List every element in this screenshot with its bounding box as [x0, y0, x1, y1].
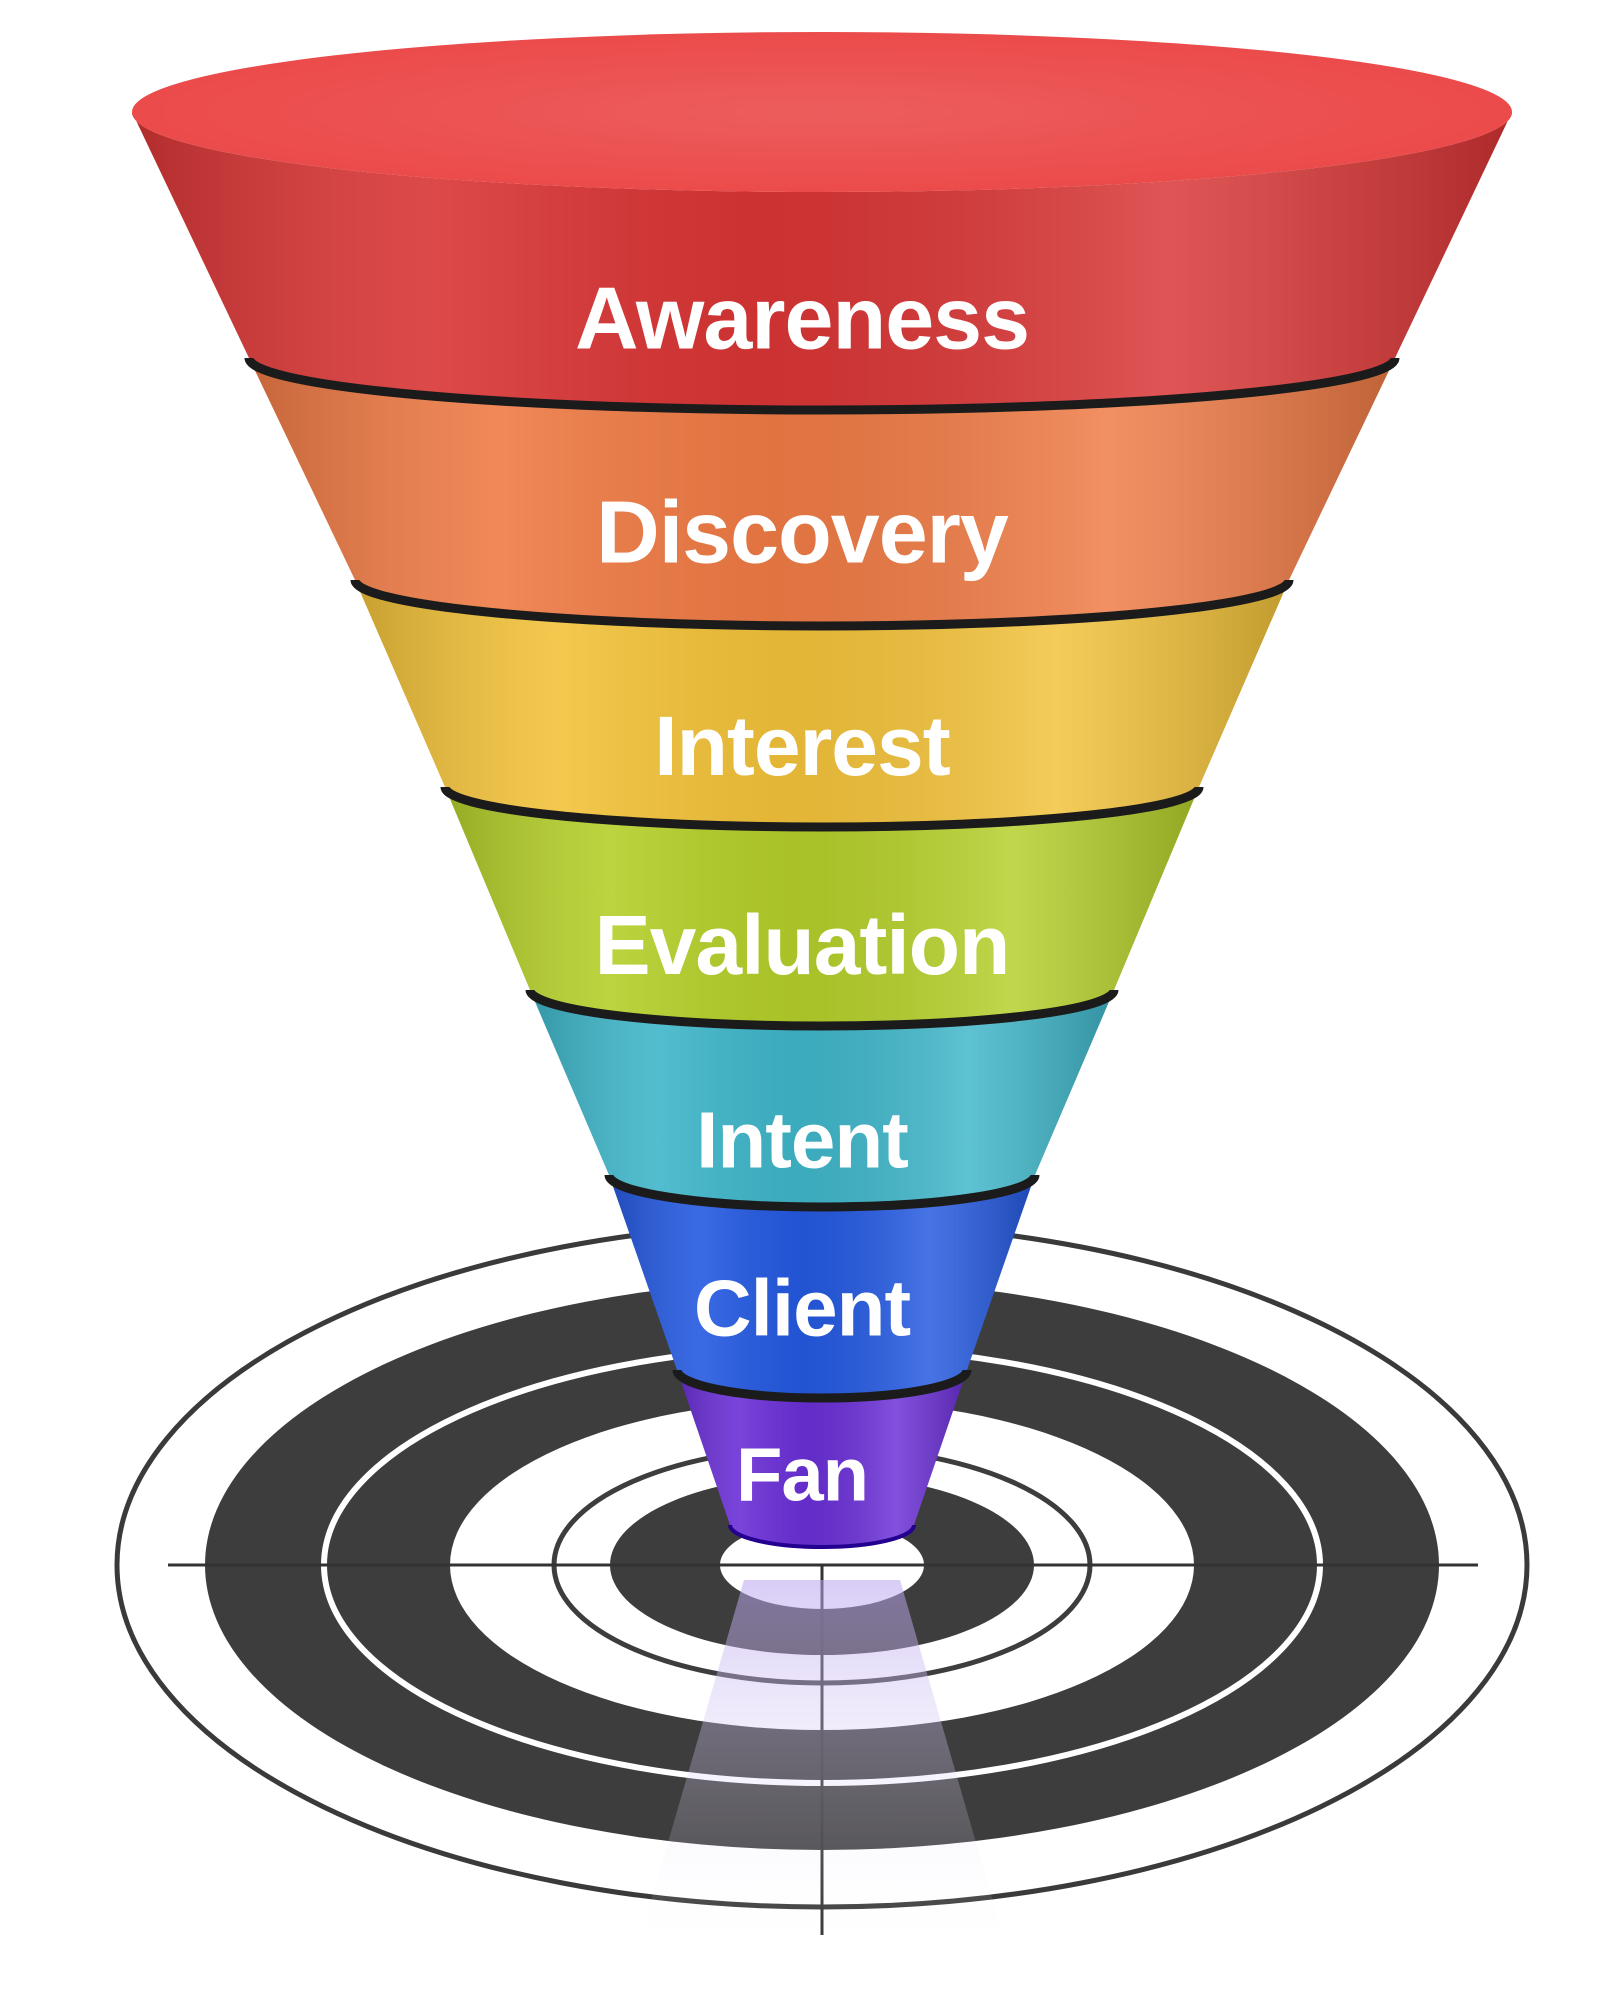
funnel-stage-shading: [132, 112, 1512, 410]
funnel-stage-separator: [728, 1524, 916, 1549]
funnel-stage-label: Discovery: [596, 483, 1009, 582]
funnel-stage-discovery: Discovery: [249, 358, 1395, 631]
funnel-stage-label: Fan: [736, 1433, 868, 1518]
funnel-stage-intent: Intent: [530, 990, 1114, 1212]
funnel-stage-shading: [677, 1370, 967, 1547]
funnel-stage-label: Interest: [654, 699, 949, 793]
funnel-stage-separator: [672, 1369, 972, 1403]
funnel-stage-shading: [249, 358, 1395, 626]
target-board: [114, 1220, 1530, 1960]
funnel-stage-separator: [350, 579, 1294, 631]
funnel-stage-fan: Fan: [677, 1370, 967, 1549]
funnel-stage-shading: [530, 990, 1114, 1207]
funnel-stage-evaluation: Evaluation: [445, 787, 1199, 1031]
funnel-stage-label: Evaluation: [595, 898, 1010, 992]
funnel: Fan Client Intent Evaluation Interest Discove…: [132, 32, 1512, 1549]
funnel-stage-shading: [609, 1175, 1035, 1398]
funnel-stage-awareness: Awareness: [132, 112, 1512, 415]
funnel-stage-shading: [355, 580, 1289, 827]
funnel-stage-separator: [604, 1174, 1040, 1212]
funnel-stage-separator: [525, 989, 1119, 1031]
funnel-stage-label: Client: [694, 1264, 911, 1353]
funnel-stage-label: Awareness: [575, 269, 1029, 368]
funnel-stage-shading: [445, 787, 1199, 1026]
funnel-stage-interest: Interest: [355, 580, 1289, 832]
funnel-stage-separator: [244, 357, 1400, 415]
funnel-top-rim-highlight: [132, 32, 1512, 192]
funnel-stage-client: Client: [609, 1175, 1035, 1403]
funnel-stage-separator: [440, 786, 1204, 832]
funnel-reflection: [634, 1580, 1010, 1960]
funnel-stage-label: Intent: [696, 1096, 908, 1185]
